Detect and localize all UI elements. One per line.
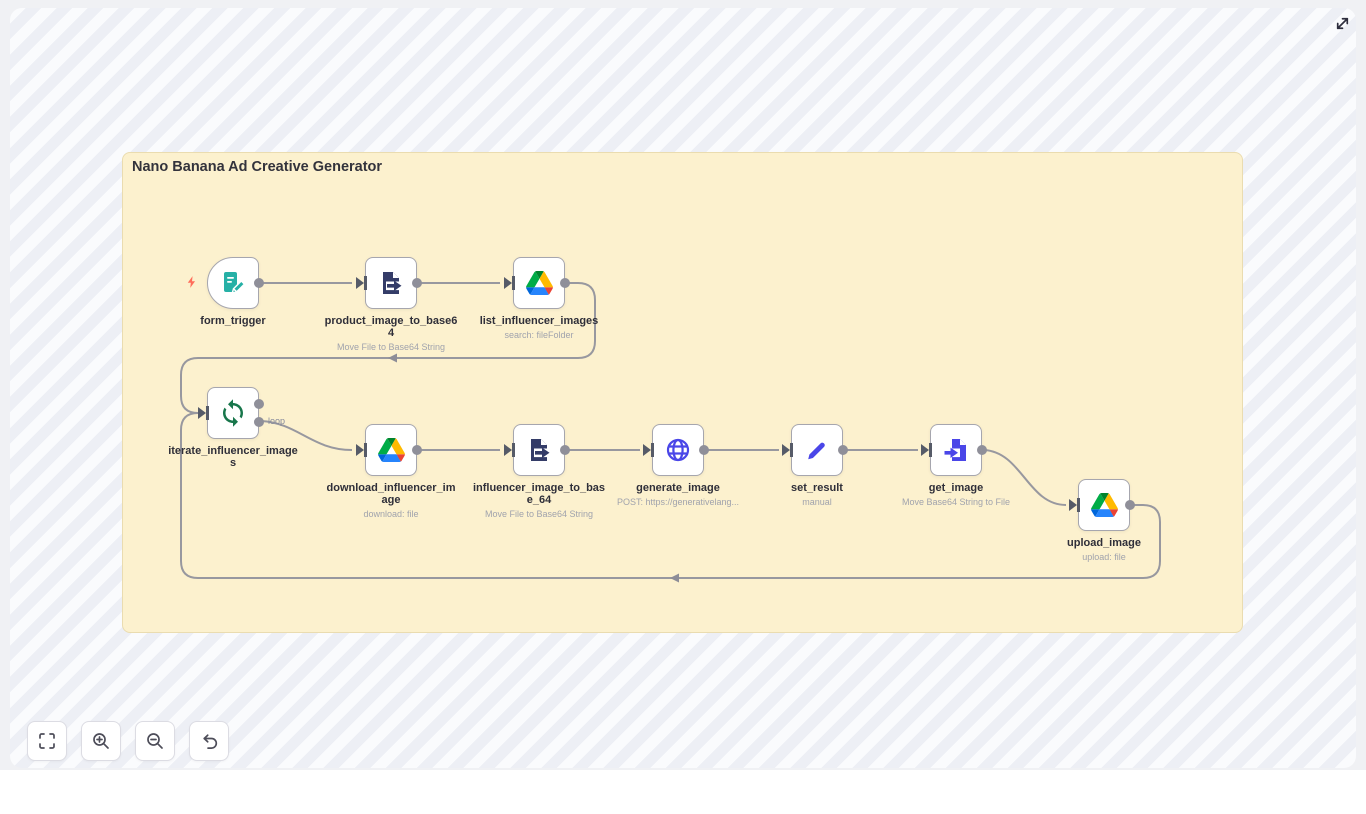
node-generate-image[interactable]: generate_image POST: https://generativel…	[617, 424, 739, 507]
node-meta: upload_image upload: file	[1019, 537, 1189, 562]
node-name: download_influencer_image	[326, 482, 456, 506]
node-download-influencer-image[interactable]: download_influencer_image download: file	[327, 424, 455, 519]
node-product-image-to-base64[interactable]: product_image_to_base64 Move File to Bas…	[325, 257, 457, 352]
google-drive-icon	[1090, 493, 1118, 517]
output-port[interactable]	[838, 445, 848, 455]
output-port-loop[interactable]	[254, 417, 264, 427]
input-port[interactable]	[782, 443, 793, 457]
convert-to-file-icon	[943, 439, 966, 461]
node-subtitle: Move Base64 String to File	[901, 497, 1011, 507]
node-name: upload_image	[1067, 537, 1141, 549]
node-meta: download_influencer_image download: file	[306, 482, 476, 519]
output-port[interactable]	[560, 278, 570, 288]
node-form-trigger[interactable]: form_trigger	[200, 257, 266, 327]
fit-view-button[interactable]	[27, 721, 67, 761]
node-upload-image[interactable]: upload_image upload: file	[1067, 479, 1141, 562]
node-influencer-image-to-base64[interactable]: influencer_image_to_base_64 Move File to…	[473, 424, 605, 519]
reset-zoom-button[interactable]	[189, 721, 229, 761]
output-port-done[interactable]	[254, 399, 264, 409]
node-subtitle: upload: file	[1082, 552, 1126, 562]
output-port[interactable]	[699, 445, 709, 455]
node-meta: set_result manual	[732, 482, 902, 507]
zoom-out-icon	[147, 733, 163, 749]
output-port[interactable]	[412, 445, 422, 455]
connection-iterate-loop-to-download[interactable]	[260, 420, 353, 451]
input-port[interactable]	[921, 443, 932, 457]
form-edit-icon	[224, 272, 246, 294]
zoom-in-icon	[93, 733, 109, 749]
loop-output-label: loop	[268, 416, 286, 426]
output-port[interactable]	[560, 445, 570, 455]
extract-from-file-icon	[383, 272, 405, 294]
google-drive-icon	[377, 438, 405, 462]
input-port[interactable]	[504, 443, 515, 457]
node-iterate-influencer-images[interactable]: iterate_influencer_images	[168, 387, 298, 469]
node-name: product_image_to_base64	[324, 315, 458, 339]
node-subtitle: POST: https://generativelang...	[616, 497, 740, 507]
node-subtitle: download: file	[363, 509, 419, 519]
extract-from-file-icon	[531, 439, 553, 461]
connection-get-image-to-upload[interactable]	[983, 449, 1067, 506]
loop-icon	[223, 399, 243, 427]
node-meta: list_influencer_images search: fileFolde…	[454, 315, 624, 340]
input-port[interactable]	[504, 276, 515, 290]
sticky-note-title: Nano Banana Ad Creative Generator	[132, 159, 383, 175]
lightning-icon	[187, 276, 196, 288]
globe-icon	[666, 438, 690, 462]
node-set-result[interactable]: set_result manual	[782, 424, 848, 507]
node-meta: get_image Move Base64 String to File	[871, 482, 1041, 507]
canvas-controls	[27, 721, 229, 761]
node-name: list_influencer_images	[479, 315, 599, 327]
node-meta: iterate_influencer_images	[148, 445, 318, 469]
sticky-note[interactable]: Nano Banana Ad Creative Generator	[122, 152, 1243, 633]
node-subtitle: Move File to Base64 String	[336, 342, 446, 352]
input-port[interactable]	[643, 443, 654, 457]
expand-icon	[1336, 17, 1348, 29]
input-port[interactable]	[198, 406, 209, 420]
node-list-influencer-images[interactable]: list_influencer_images search: fileFolde…	[480, 257, 598, 340]
output-port[interactable]	[1125, 500, 1135, 510]
output-port[interactable]	[977, 445, 987, 455]
google-drive-icon	[525, 271, 553, 295]
node-subtitle: search: fileFolder	[504, 330, 574, 340]
output-port[interactable]	[412, 278, 422, 288]
output-port[interactable]	[254, 278, 264, 288]
node-name: influencer_image_to_base_64	[472, 482, 606, 506]
undo-arrow-icon	[203, 734, 218, 749]
node-meta: product_image_to_base64 Move File to Bas…	[306, 315, 476, 352]
node-name: get_image	[928, 482, 984, 494]
fit-view-icon	[39, 733, 55, 749]
node-subtitle: manual	[802, 497, 832, 507]
node-name: iterate_influencer_images	[168, 445, 298, 469]
arrowhead-left-icon	[388, 353, 397, 363]
arrowhead-left-icon	[670, 573, 679, 583]
node-meta: generate_image POST: https://generativel…	[593, 482, 763, 507]
node-meta: form_trigger	[148, 315, 318, 327]
input-port[interactable]	[356, 443, 367, 457]
zoom-out-button[interactable]	[135, 721, 175, 761]
node-subtitle: Move File to Base64 String	[484, 509, 594, 519]
pencil-icon	[808, 442, 825, 460]
node-name: generate_image	[636, 482, 720, 494]
node-meta: influencer_image_to_base_64 Move File to…	[454, 482, 624, 519]
input-port[interactable]	[1069, 498, 1080, 512]
expand-button[interactable]	[1331, 12, 1353, 34]
node-name: form_trigger	[200, 315, 266, 327]
node-get-image[interactable]: get_image Move Base64 String to File	[902, 424, 1010, 507]
node-name: set_result	[791, 482, 843, 494]
input-port[interactable]	[356, 276, 367, 290]
zoom-in-button[interactable]	[81, 721, 121, 761]
